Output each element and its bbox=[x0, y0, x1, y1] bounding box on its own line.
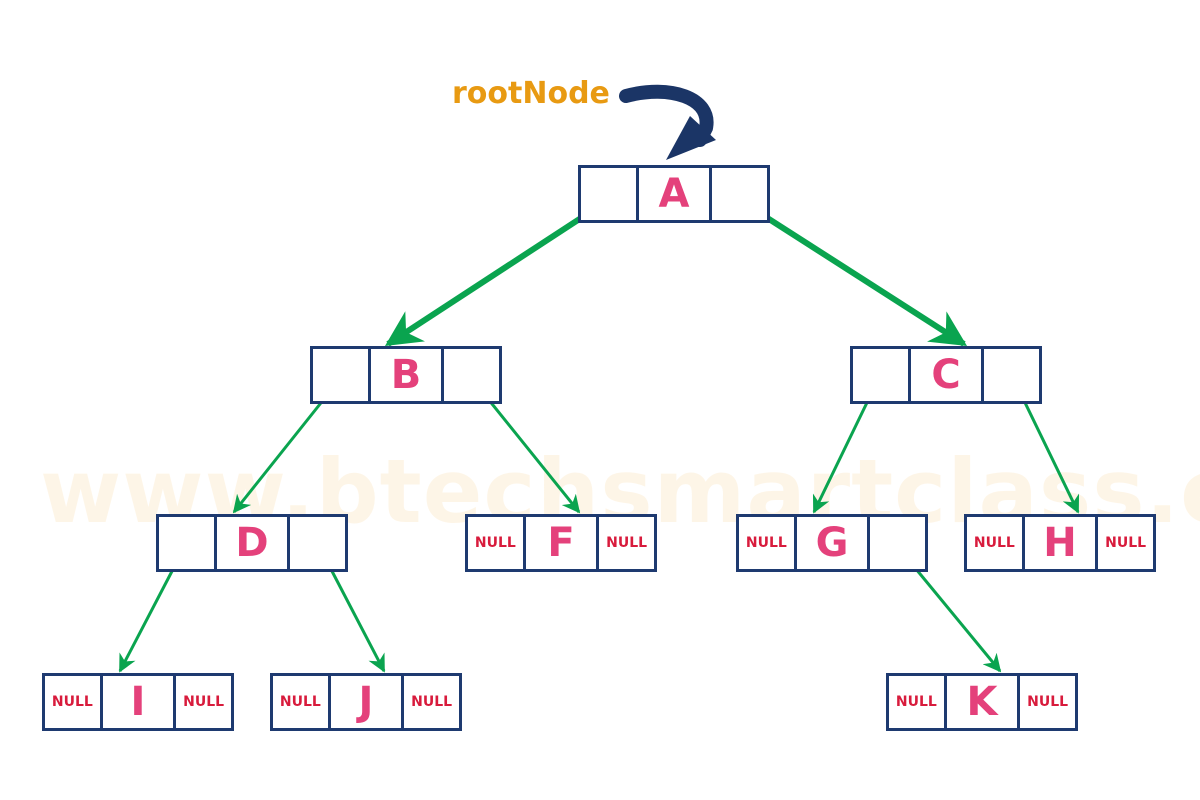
edge-b-f bbox=[474, 383, 581, 514]
right-pointer-cell: NULL bbox=[176, 676, 231, 728]
null-label: NULL bbox=[279, 694, 321, 710]
tree-node-a: A bbox=[578, 165, 770, 223]
root-pointer-arrowhead bbox=[666, 116, 716, 160]
tree-node-h: NULL H NULL bbox=[964, 514, 1156, 572]
right-pointer-cell: NULL bbox=[1020, 676, 1075, 728]
null-label: NULL bbox=[606, 535, 648, 551]
left-pointer-cell: NULL bbox=[273, 676, 328, 728]
tree-node-j: NULL J NULL bbox=[270, 673, 462, 731]
root-node-label: rootNode bbox=[452, 76, 610, 111]
null-label: NULL bbox=[183, 694, 225, 710]
null-label: NULL bbox=[895, 694, 937, 710]
edge-c-g bbox=[812, 383, 878, 514]
right-pointer-cell bbox=[290, 517, 345, 569]
left-pointer-cell bbox=[159, 517, 214, 569]
right-pointer-cell bbox=[870, 517, 925, 569]
node-key: K bbox=[943, 676, 1021, 728]
null-label: NULL bbox=[973, 535, 1015, 551]
right-pointer-cell bbox=[984, 349, 1039, 401]
node-key: D bbox=[213, 517, 291, 569]
node-key: C bbox=[907, 349, 985, 401]
tree-node-g: NULL G bbox=[736, 514, 928, 572]
right-pointer-cell: NULL bbox=[404, 676, 459, 728]
left-pointer-cell: NULL bbox=[468, 517, 523, 569]
left-pointer-cell: NULL bbox=[889, 676, 944, 728]
left-pointer-cell bbox=[581, 168, 636, 220]
node-key: J bbox=[327, 676, 405, 728]
null-label: NULL bbox=[1105, 535, 1147, 551]
edge-a-c bbox=[742, 200, 968, 347]
node-key: F bbox=[522, 517, 600, 569]
edge-c-h bbox=[1014, 383, 1080, 514]
null-label: NULL bbox=[411, 694, 453, 710]
tree-node-d: D bbox=[156, 514, 348, 572]
node-key: I bbox=[99, 676, 177, 728]
null-label: NULL bbox=[51, 694, 93, 710]
tree-node-c: C bbox=[850, 346, 1042, 404]
left-pointer-cell bbox=[313, 349, 368, 401]
right-pointer-cell: NULL bbox=[1098, 517, 1153, 569]
right-pointer-cell bbox=[444, 349, 499, 401]
tree-node-i: NULL I NULL bbox=[42, 673, 234, 731]
left-pointer-cell: NULL bbox=[967, 517, 1022, 569]
tree-node-k: NULL K NULL bbox=[886, 673, 1078, 731]
right-pointer-cell: NULL bbox=[599, 517, 654, 569]
null-label: NULL bbox=[745, 535, 787, 551]
node-key: A bbox=[635, 168, 713, 220]
null-label: NULL bbox=[474, 535, 516, 551]
right-pointer-cell bbox=[712, 168, 767, 220]
tree-node-b: B bbox=[310, 346, 502, 404]
left-pointer-cell: NULL bbox=[45, 676, 100, 728]
node-key: B bbox=[367, 349, 445, 401]
root-pointer-arrow bbox=[619, 84, 714, 147]
edge-b-d bbox=[232, 383, 338, 514]
edge-a-b bbox=[384, 200, 606, 347]
null-label: NULL bbox=[1027, 694, 1069, 710]
left-pointer-cell: NULL bbox=[739, 517, 794, 569]
tree-node-f: NULL F NULL bbox=[465, 514, 657, 572]
left-pointer-cell bbox=[853, 349, 908, 401]
node-key: H bbox=[1021, 517, 1099, 569]
node-key: G bbox=[793, 517, 871, 569]
